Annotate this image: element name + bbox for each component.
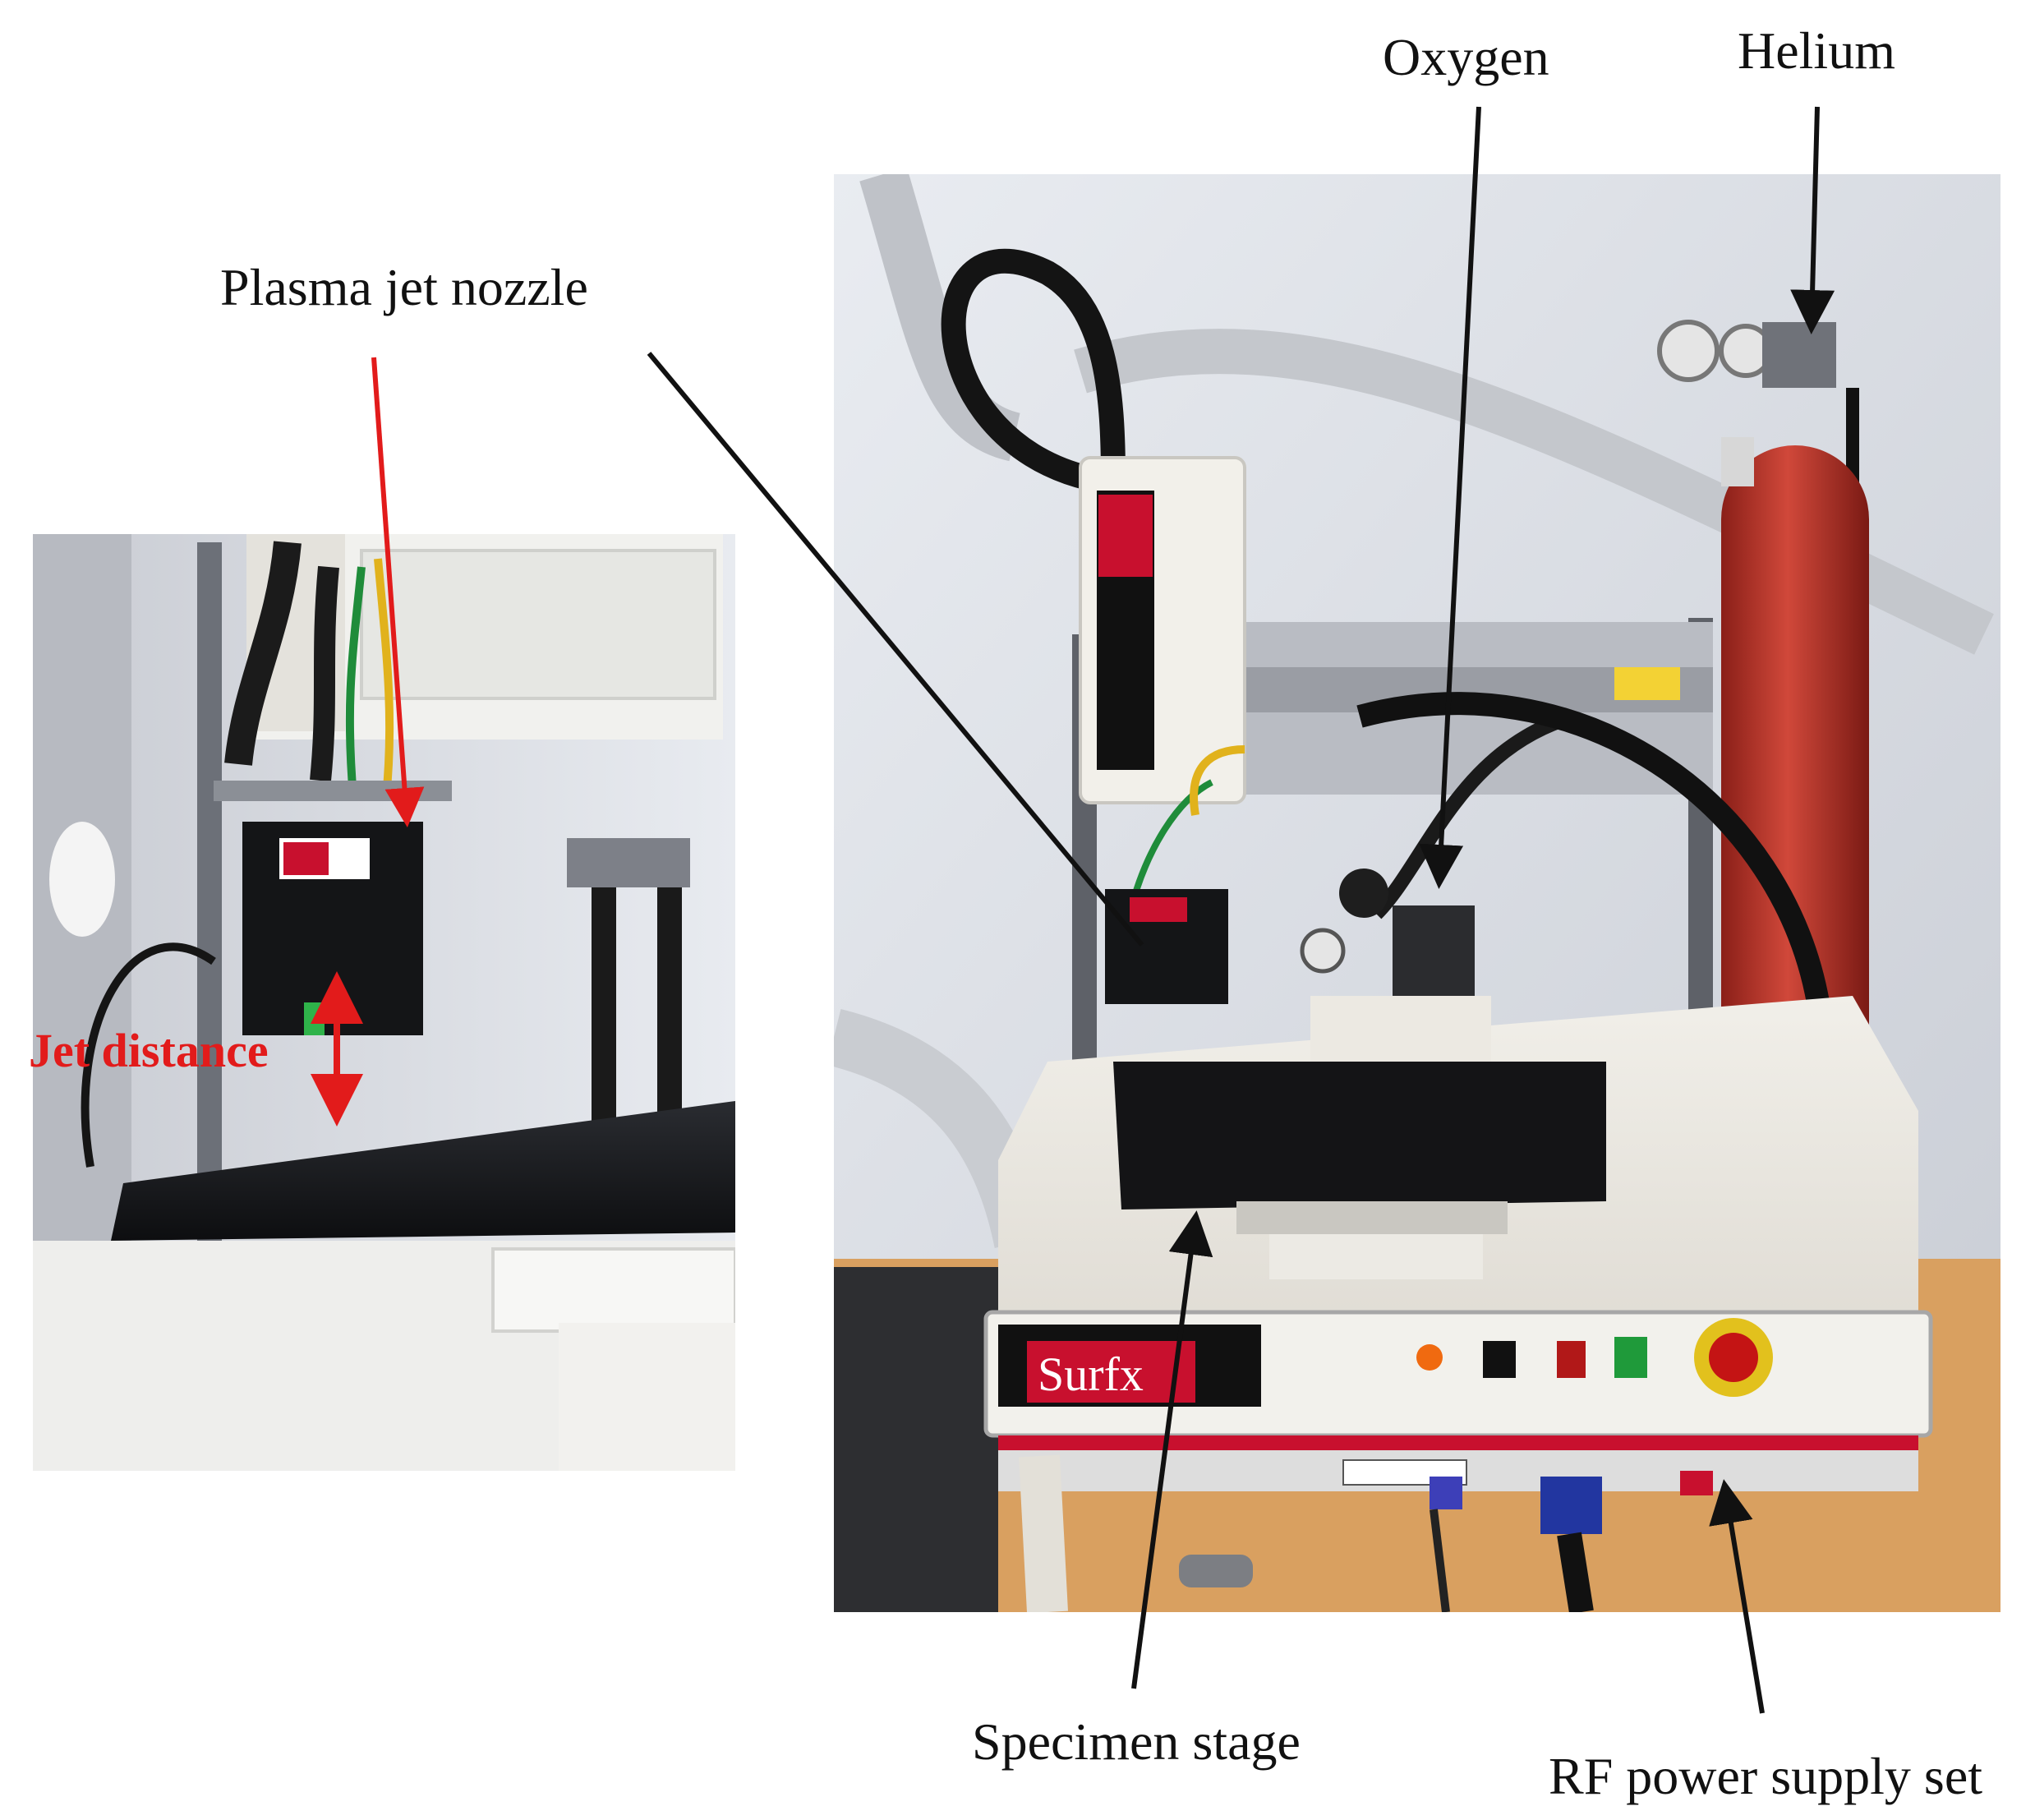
specimen-stage-arrow bbox=[1131, 1210, 1213, 1689]
nozzle-red-arrow bbox=[371, 357, 425, 827]
oxygen-label: Oxygen bbox=[1383, 28, 1549, 86]
nozzle-closeup-photo bbox=[33, 534, 735, 1471]
rf-power-supply-label: RF power supply set bbox=[1549, 1747, 1982, 1805]
helium-label: Helium bbox=[1738, 21, 1895, 80]
helium-arrow bbox=[1790, 106, 1835, 334]
oxygen-arrow bbox=[1419, 106, 1481, 889]
jet-distance-label: Jet distance bbox=[29, 1024, 269, 1077]
plasma-system-photo: Surfx bbox=[834, 174, 2000, 1612]
brand-logo-text: Surfx bbox=[1038, 1348, 1144, 1401]
plasma-jet-nozzle-label: Plasma jet nozzle bbox=[220, 258, 588, 316]
rf-power-supply-arrow bbox=[1709, 1479, 1765, 1714]
specimen-stage-label: Specimen stage bbox=[972, 1712, 1301, 1771]
plasma-nozzle-leader-line bbox=[647, 352, 1144, 947]
